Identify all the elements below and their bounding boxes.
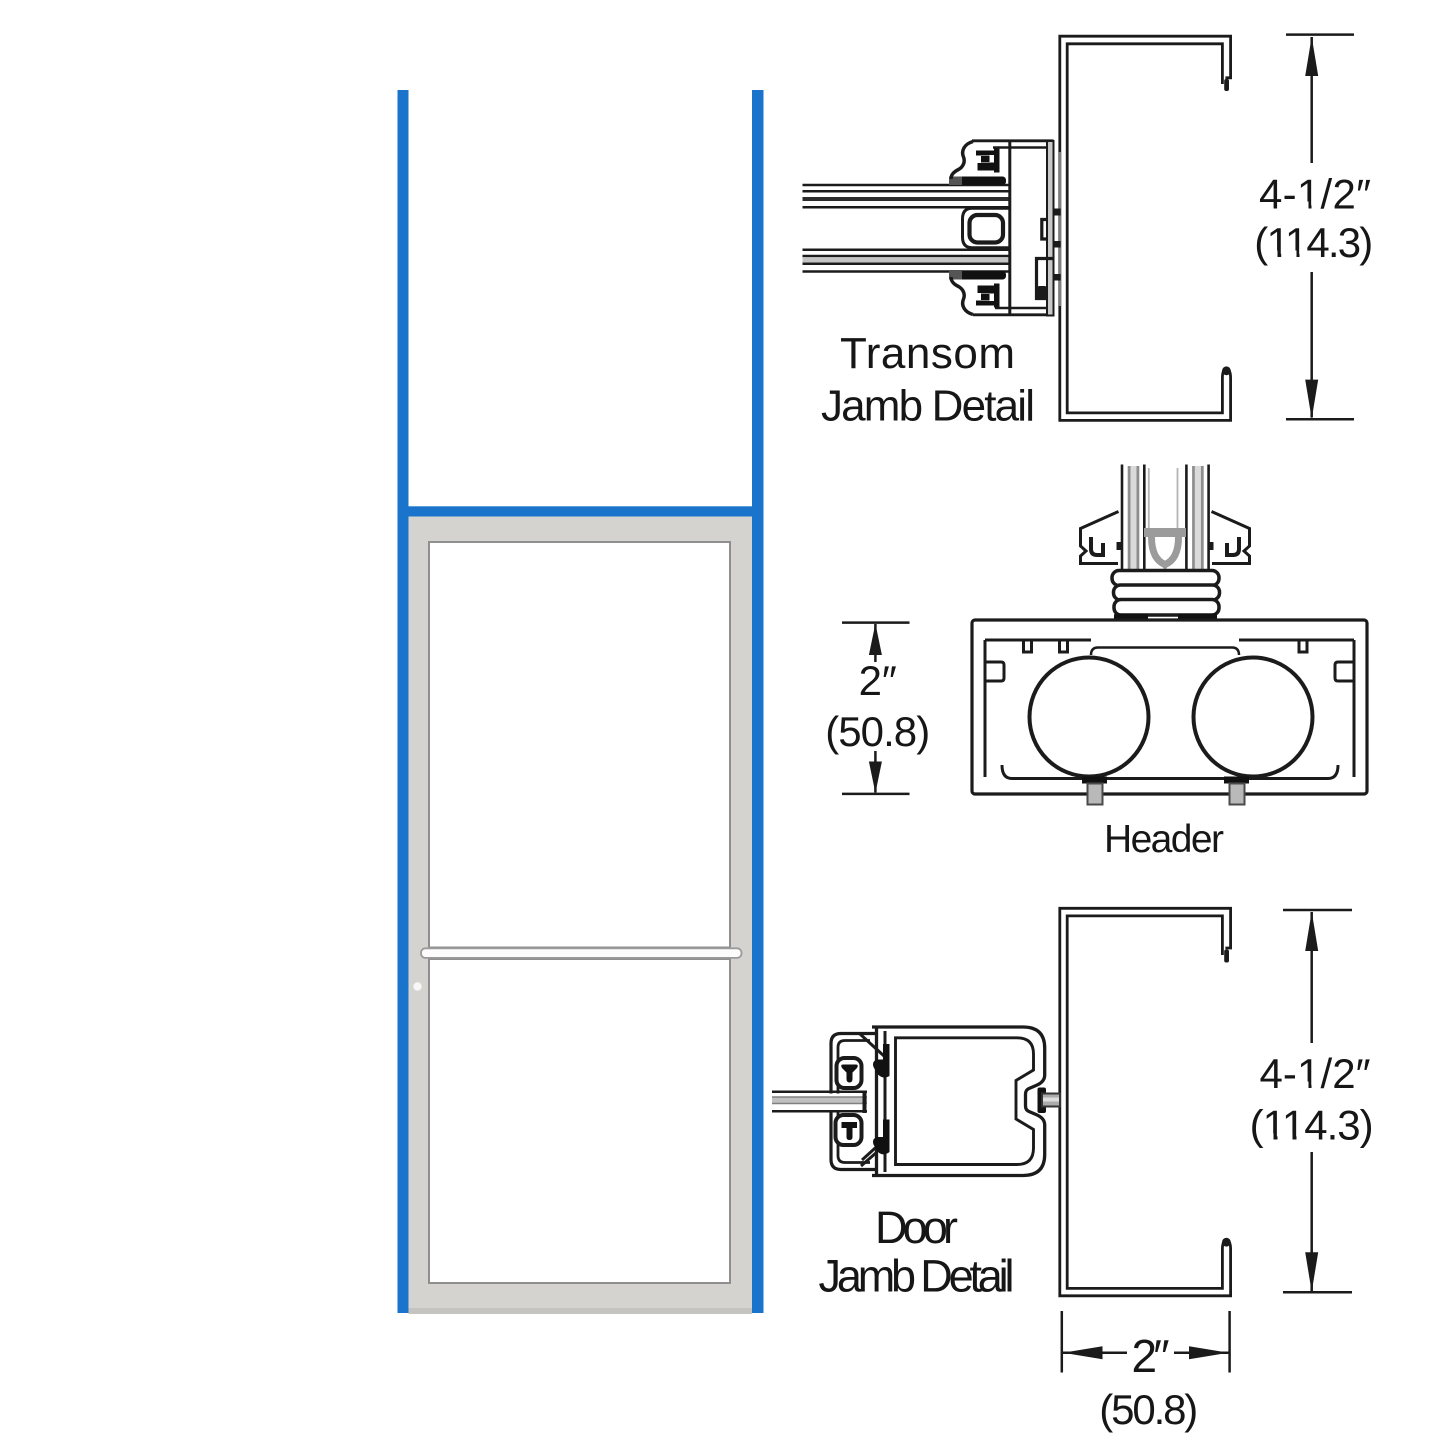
svg-text:(114.3): (114.3) [1254,219,1373,266]
svg-text:Header: Header [1104,818,1224,861]
svg-text:Door: Door [875,1202,958,1253]
svg-text:2″: 2″ [1132,1330,1170,1382]
svg-text:Jamb Detail: Jamb Detail [819,1251,1015,1302]
svg-text:4-1/2″: 4-1/2″ [1259,171,1371,218]
svg-text:(50.8): (50.8) [825,708,930,755]
svg-text:Jamb Detail: Jamb Detail [821,382,1035,431]
svg-text:4-1/2″: 4-1/2″ [1260,1050,1371,1097]
svg-text:Transom: Transom [840,329,1015,378]
svg-text:(50.8): (50.8) [1099,1386,1198,1433]
svg-text:2″: 2″ [859,657,897,704]
